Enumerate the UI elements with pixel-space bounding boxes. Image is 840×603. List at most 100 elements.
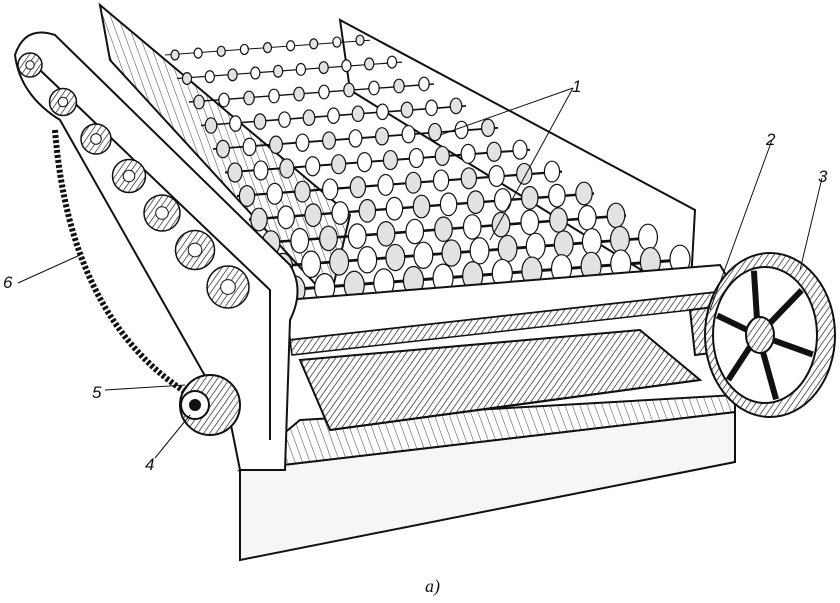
roller-disc bbox=[348, 129, 363, 148]
roller-disc bbox=[269, 135, 284, 154]
roller-disc bbox=[418, 76, 430, 92]
roller-disc bbox=[347, 223, 367, 249]
roller-disc bbox=[329, 248, 350, 276]
roller-disc bbox=[405, 171, 422, 194]
roller-disc bbox=[318, 84, 330, 100]
roller-disc bbox=[277, 205, 295, 230]
roller-disc bbox=[386, 55, 398, 69]
roller-disc bbox=[357, 246, 378, 274]
roller-disc bbox=[520, 209, 540, 236]
roller-disc bbox=[250, 66, 261, 80]
roller-disc bbox=[302, 109, 316, 126]
roller-disc bbox=[385, 243, 406, 272]
flywheel-spoke bbox=[772, 337, 814, 358]
roller-row bbox=[164, 34, 371, 61]
roller-disc bbox=[358, 198, 377, 223]
roller-disc bbox=[469, 237, 490, 265]
roller-row bbox=[188, 76, 435, 110]
sprocket-hub bbox=[90, 133, 102, 145]
roller-disc bbox=[193, 94, 205, 110]
flywheel-spoke bbox=[725, 345, 753, 382]
roller-disc bbox=[412, 194, 431, 219]
roller-row bbox=[260, 202, 627, 256]
roller-disc bbox=[609, 225, 630, 254]
roller-row bbox=[236, 160, 563, 208]
roller-row bbox=[224, 139, 531, 183]
roller-disc bbox=[322, 131, 337, 150]
roller-disc bbox=[253, 160, 269, 181]
roller-disc bbox=[606, 202, 626, 229]
roller-row bbox=[212, 118, 499, 159]
roller-disc bbox=[293, 86, 305, 102]
roller-disc bbox=[331, 154, 347, 175]
roller-disc bbox=[341, 59, 352, 73]
roller-disc bbox=[216, 45, 226, 57]
chain-drive-casing bbox=[13, 31, 299, 471]
roller-disc bbox=[243, 90, 255, 106]
roller-disc bbox=[266, 182, 283, 205]
roller-disc bbox=[262, 41, 273, 54]
roller-disc bbox=[439, 192, 458, 217]
roller-disc bbox=[229, 115, 242, 132]
roller-disc bbox=[204, 70, 215, 84]
roller-disc bbox=[294, 180, 311, 203]
roller-disc bbox=[216, 139, 231, 159]
roller-disc bbox=[278, 111, 291, 128]
roller-disc bbox=[581, 228, 602, 256]
roller-row bbox=[200, 97, 467, 134]
roller-disc bbox=[376, 103, 389, 121]
roller-disc bbox=[553, 230, 574, 258]
roller-disc bbox=[343, 82, 355, 98]
roller-disc bbox=[327, 107, 340, 124]
roller-disc bbox=[349, 176, 367, 199]
roller-disc bbox=[279, 158, 295, 179]
roller-disc bbox=[319, 225, 338, 252]
roller-disc bbox=[250, 207, 268, 232]
roller-disc bbox=[408, 147, 424, 169]
roller-disc bbox=[368, 80, 380, 96]
roller-disc bbox=[637, 223, 658, 251]
flywheel-spoke bbox=[760, 351, 779, 401]
roller-disc bbox=[364, 57, 375, 71]
roller-bed bbox=[164, 34, 691, 305]
flywheel-spoke bbox=[768, 288, 804, 325]
roller-disc bbox=[242, 137, 257, 157]
roller-disc bbox=[375, 127, 390, 146]
roller-disc bbox=[382, 149, 399, 171]
roller-disc bbox=[543, 160, 561, 183]
drive-sprocket bbox=[179, 374, 241, 436]
roller-disc bbox=[286, 40, 296, 52]
roller-disc bbox=[577, 204, 597, 231]
roller-disc bbox=[272, 64, 284, 78]
label-6: 6 bbox=[3, 273, 13, 292]
label-1: 1 bbox=[572, 77, 581, 96]
roller-disc bbox=[401, 124, 416, 144]
roller-disc bbox=[385, 196, 404, 221]
figure-caption: a) bbox=[425, 576, 440, 597]
roller-disc bbox=[481, 118, 496, 138]
roller-disc bbox=[405, 218, 425, 245]
roller-disc bbox=[305, 156, 321, 177]
roller-disc bbox=[309, 38, 319, 50]
roller-disc bbox=[428, 122, 443, 142]
roller-disc bbox=[356, 152, 373, 173]
roller-disc bbox=[548, 183, 566, 208]
roller-disc bbox=[304, 203, 322, 228]
roller-disc bbox=[170, 49, 180, 61]
roller-disc bbox=[290, 227, 310, 254]
roller-disc bbox=[521, 185, 539, 210]
sprocket-hub bbox=[155, 206, 169, 220]
roller-disc bbox=[239, 43, 249, 56]
roller-disc bbox=[512, 139, 528, 160]
roller-disc bbox=[491, 211, 511, 238]
roller-disc bbox=[318, 61, 329, 75]
flywheel bbox=[704, 252, 836, 418]
sprocket-hub bbox=[57, 96, 69, 108]
sprocket-row bbox=[17, 52, 250, 309]
label-5: 5 bbox=[92, 383, 102, 402]
roller-disc bbox=[434, 216, 453, 242]
roller-disc bbox=[449, 97, 463, 115]
roller-disc bbox=[488, 165, 505, 188]
roller-disc bbox=[377, 173, 394, 196]
